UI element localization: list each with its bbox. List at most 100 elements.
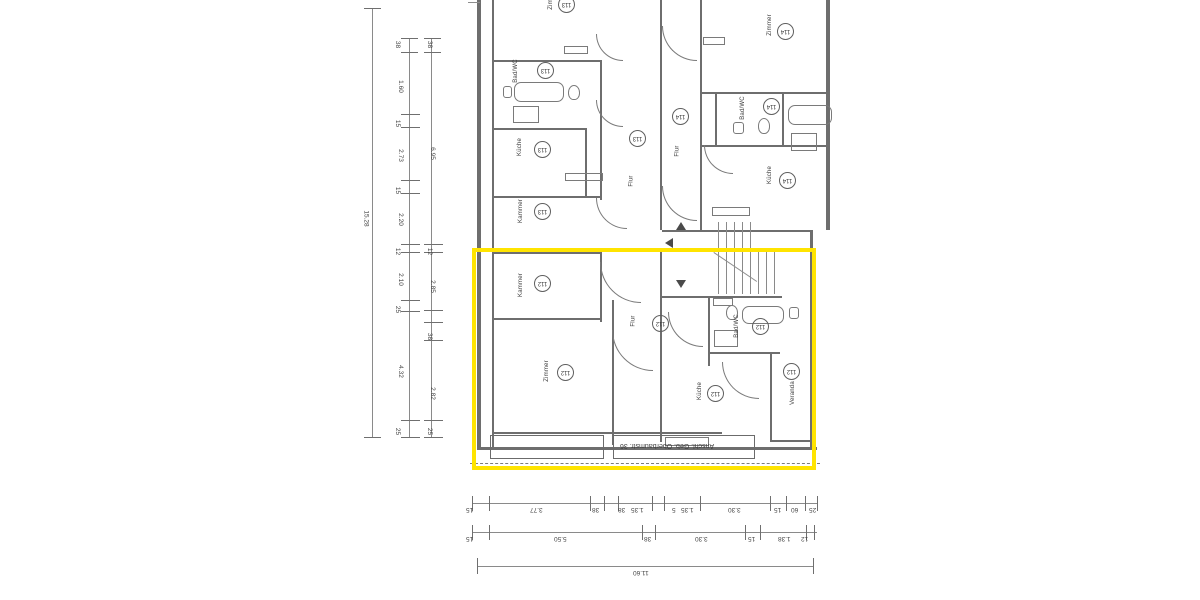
room-label-kueche-112: Küche [697,381,704,401]
sink-icon [789,307,799,319]
toilet-icon [758,118,770,134]
dim-a-5: 2.20 [396,213,404,226]
arrow-up-icon [676,222,686,230]
wall [492,432,722,434]
window-icon [564,46,588,54]
wall [600,252,602,322]
dim-line-h-top [472,503,817,504]
room-label-bad-wc-114: Bad/WC [739,96,746,120]
dim-tick [364,437,381,438]
wall [770,352,772,442]
wall [660,252,662,442]
door-swing [668,312,703,347]
bathtub-icon [788,105,832,125]
property-boundary-dashed [470,463,820,464]
room-label-bad-wc-112: Bad/WC [733,314,740,338]
dim-h-total: 11.60 [633,569,649,576]
room-label-zimmer-114: Zimmer [766,14,773,36]
dim-ht-4: 1.35 [631,506,644,513]
dim-a-9: 4.32 [396,365,404,378]
annotation-text: Anschl. Geb. Oberbaumstr. 36 [620,442,715,449]
dim-total-vertical: 15.28 [362,210,370,227]
window-icon [565,173,603,181]
dim-hm-6: 12 [801,535,809,542]
room-number-114-flur: 114 [672,108,689,125]
dim-a-4: 15 [394,186,402,195]
room-label-flur-112: Flur [630,315,637,327]
wall [492,60,602,62]
wall [700,0,702,230]
wall [708,296,710,366]
dim-line-h-mid [472,532,817,533]
exterior-wall-bottom [477,447,817,450]
wall [492,128,587,130]
dim-ht-2: 38 [592,506,600,513]
dim-a-8: 25 [394,305,402,314]
wall [782,92,784,147]
door-swing [612,330,653,371]
bathtub-icon [514,82,564,102]
sink-icon [733,122,744,134]
dim-b-1: 6.95 [428,147,436,160]
wall [585,128,587,198]
dim-b-5: 2.82 [428,387,436,400]
room-number-113-zimmer: 113 [558,0,575,13]
toilet-icon [568,85,580,100]
arrow-left-icon [665,238,673,248]
dim-ht-9: 60 [791,506,799,513]
kitchen-counter-icon [513,106,539,123]
dim-line-chain-a [409,38,410,438]
dim-hm-3: 3.30 [695,535,708,542]
dim-line-chain-b [431,38,432,438]
dim-b-3: 2.85 [428,280,436,293]
door-swing [596,34,623,61]
door-swing [662,26,697,61]
dim-b-2: 12 [426,247,434,256]
exterior-wall-right-upper [826,0,830,230]
exterior-wall-left [477,0,481,450]
room-label-kueche-114: Küche [767,165,774,185]
dim-ht-6: 1.35 [681,506,694,513]
room-label-bad-wc-113: Bad/WC [512,59,519,83]
dim-b-4: 38 [426,332,434,341]
room-label-kammer-113: Kammer [517,199,524,223]
wall [662,230,812,232]
room-label-kueche-113: Küche [517,137,524,157]
door-swing [722,362,759,399]
room-label-zimmer-112: Zimmer [543,360,550,382]
wall [612,300,614,445]
door-swing [600,262,641,303]
dim-a-6: 12 [394,247,402,256]
room-label-veranda-112: Veranda [789,381,796,405]
kitchen-counter-icon [714,330,738,347]
dim-ht-7: 3.30 [728,506,741,513]
room-number-112-flur: 112 [652,315,669,332]
room-number-113-kammer: 113 [534,203,551,220]
kitchen-counter-icon [791,133,817,151]
dim-tick [364,8,381,9]
dim-ht-8: 15 [774,506,782,513]
dim-hm-0: 15 [466,535,474,542]
room-number-113-kueche: 113 [534,141,551,158]
window-icon [712,207,750,216]
wall [770,440,816,442]
dim-ht-3: 38 [618,506,626,513]
dim-hm-1: 5.50 [554,535,567,542]
room-label-flur-114: Flur [674,145,681,157]
room-label-zimmer-113: Zimmer [548,0,554,10]
room-number-112-kueche: 112 [707,385,724,402]
bathtub-icon [742,306,784,324]
dim-hm-5: 1.38 [778,535,791,542]
room-number-112-bad: 112 [752,318,769,335]
door-swing [662,186,697,221]
exterior-wall-right-lower [810,230,813,450]
wall [700,92,830,94]
dim-a-0: 38 [394,40,402,49]
room-label-kammer-112: Kammer [517,273,524,297]
room-number-112-zimmer: 112 [557,364,574,381]
room-number-114-kueche: 114 [779,172,796,189]
room-label-flur-113: Flur [628,175,635,187]
room-number-112-veranda: 112 [783,363,800,380]
wall [492,318,602,320]
